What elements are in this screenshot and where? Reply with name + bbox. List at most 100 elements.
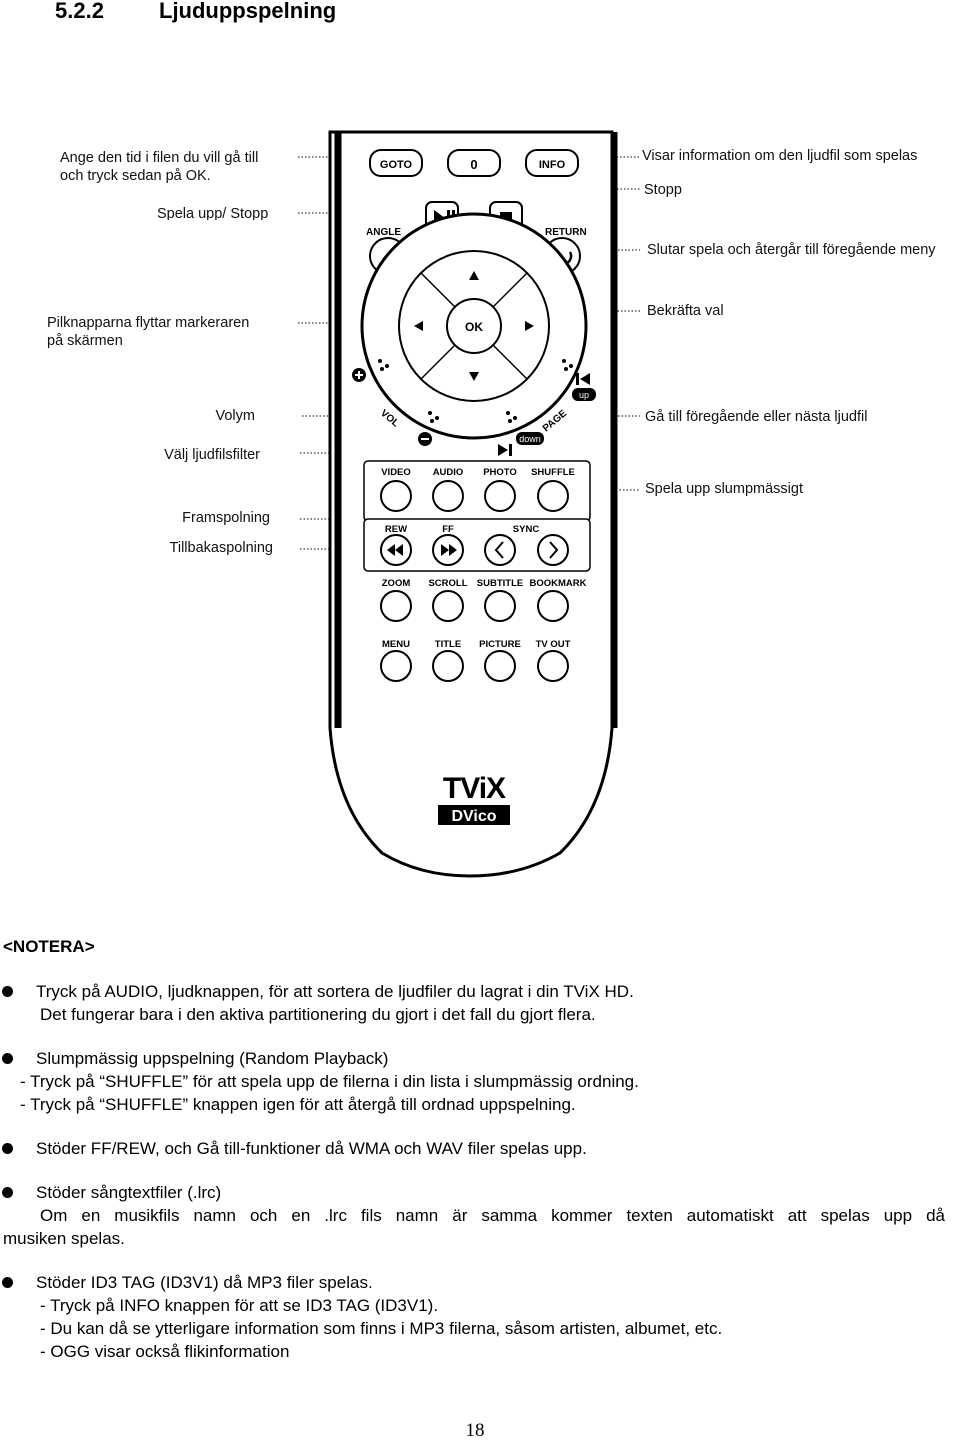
label-goto-line2: och tryck sedan på OK. (60, 168, 211, 184)
note-audio-sort: Tryck på AUDIO, ljudknappen, för att sor… (0, 980, 950, 1026)
note-line: Stöder ID3 TAG (ID3V1) då MP3 filer spel… (36, 1273, 373, 1292)
photo-button[interactable] (484, 480, 516, 512)
row2-panel (363, 518, 591, 572)
menu-button[interactable] (380, 650, 412, 682)
brand-logo-dvico-bg (438, 805, 510, 825)
label-rew: Tillbakaspolning (169, 540, 273, 556)
ok-button[interactable] (446, 298, 502, 354)
info-button[interactable] (525, 149, 579, 177)
bullet-icon (2, 1053, 13, 1064)
brand-logo-dvico: DVico (451, 808, 496, 825)
note-line: musiken spelas. (3, 1229, 125, 1248)
title-button[interactable] (432, 650, 464, 682)
note-id3: Stöder ID3 TAG (ID3V1) då MP3 filer spel… (0, 1271, 950, 1363)
label-goto-line1: Ange den tid i filen du vill gå till (60, 150, 259, 166)
ff-label: FF (442, 524, 454, 535)
arrow-up-icon[interactable] (469, 271, 479, 280)
note-random-playback: Slumpmässig uppspelning (Random Playback… (0, 1047, 950, 1116)
label-shuffle: Spela upp slumpmässigt (645, 481, 803, 497)
return-label: RETURN (545, 227, 587, 238)
shuffle-button[interactable] (537, 480, 569, 512)
scroll-button[interactable] (432, 590, 464, 622)
bullet-icon (2, 1187, 13, 1198)
tvout-button[interactable] (537, 650, 569, 682)
fast-forward-icon (441, 544, 457, 556)
page-down-button[interactable] (516, 432, 544, 445)
video-label: VIDEO (381, 467, 411, 478)
note-line: Tryck på AUDIO, ljudknappen, för att sor… (36, 982, 634, 1001)
label-ff: Framspolning (182, 510, 270, 526)
sync-label: SYNC (513, 524, 540, 535)
arrow-left-icon[interactable] (414, 321, 423, 331)
section-title: Ljuduppspelning (159, 0, 337, 23)
tvout-label: TV OUT (536, 639, 571, 650)
note-line: Stöder sångtextfiler (.lrc) (36, 1183, 222, 1202)
note-line: - OGG visar också flikinformation (40, 1342, 290, 1361)
label-volume: Volym (215, 408, 256, 424)
subtitle-button[interactable] (484, 590, 516, 622)
label-play-stop: Spela upp/ Stopp (157, 206, 269, 220)
bookmark-label: BOOKMARK (530, 578, 587, 589)
photo-label: PHOTO (483, 467, 517, 478)
note-line: Det fungerar bara i den aktiva partition… (40, 1005, 596, 1024)
notes-list: Tryck på AUDIO, ljudknappen, för att sor… (0, 980, 950, 1384)
brand-logo-tvix: TViX (443, 772, 506, 805)
label-info: Visar information om den ljudfil som spe… (642, 148, 918, 164)
note-line: - Tryck på “SHUFFLE” för att spela upp d… (20, 1072, 639, 1091)
label-arrows-line1: Pilknapparna flyttar markeraren (47, 315, 250, 331)
zero-button[interactable] (447, 149, 501, 177)
zero-button-label: 0 (470, 157, 477, 172)
bookmark-button[interactable] (537, 590, 569, 622)
note-line: Slumpmässig uppspelning (Random Playback… (36, 1049, 389, 1068)
note-ff-rew: Stöder FF/REW, och Gå till-funktioner då… (0, 1137, 950, 1160)
zoom-button[interactable] (380, 590, 412, 622)
goto-button[interactable] (369, 149, 423, 177)
shuffle-label: SHUFFLE (531, 467, 575, 478)
menu-label: MENU (382, 639, 410, 650)
picture-button[interactable] (484, 650, 516, 682)
note-line: Stöder FF/REW, och Gå till-funktioner då… (36, 1139, 587, 1158)
label-goto: Ange den tid i filen du vill gå till och… (60, 149, 258, 185)
chevron-left-icon (494, 541, 504, 559)
page-down-icon (498, 444, 512, 456)
rew-label: REW (385, 524, 407, 535)
note-lyrics: Stöder sångtextfiler (.lrc) Om en musikf… (0, 1181, 950, 1250)
arrow-right-icon[interactable] (525, 321, 534, 331)
label-arrows-line2: på skärmen (47, 333, 123, 349)
page-down-label: down (519, 434, 541, 444)
title-label: TITLE (435, 639, 461, 650)
label-ok: Bekräfta val (647, 303, 724, 319)
bullet-icon (2, 1277, 13, 1288)
picture-label: PICTURE (479, 639, 521, 650)
note-line: - Tryck på INFO knappen för att se ID3 T… (40, 1296, 439, 1315)
ok-button-label: OK (465, 320, 483, 334)
page-up-label: up (579, 390, 589, 400)
label-filter: Välj ljudfilsfilter (164, 447, 260, 463)
note-line: Om en musikfils namn och en .lrc fils na… (40, 1206, 945, 1225)
goto-button-label: GOTO (380, 159, 413, 171)
label-page: Gå till föregående eller nästa ljudfil (645, 409, 868, 425)
sync-forward-button[interactable] (537, 534, 569, 566)
note-line: - Tryck på “SHUFFLE” knappen igen för at… (20, 1095, 576, 1114)
chevron-right-icon (549, 541, 559, 559)
label-return: Slutar spela och återgår till föregående… (647, 242, 936, 258)
audio-button[interactable] (432, 480, 464, 512)
note-line: - Du kan då se ytterligare information s… (40, 1319, 723, 1338)
plus-icon (355, 371, 363, 379)
info-button-label: INFO (539, 159, 566, 171)
video-button[interactable] (380, 480, 412, 512)
section-number: 5.2.2 (55, 0, 104, 23)
audio-label: AUDIO (433, 467, 464, 478)
scroll-label: SCROLL (428, 578, 467, 589)
dot-icons (378, 359, 573, 423)
label-stop: Stopp (644, 182, 682, 198)
page-up-button[interactable] (572, 388, 596, 401)
bullet-icon (2, 986, 13, 997)
arrow-down-icon[interactable] (469, 372, 479, 381)
page-up-icon (576, 373, 590, 385)
page-number: 18 (465, 1420, 485, 1441)
label-arrows: Pilknapparna flyttar markeraren på skärm… (47, 314, 249, 350)
notes-title: <NOTERA> (3, 937, 95, 956)
sync-back-button[interactable] (484, 534, 516, 566)
section-heading: 5.2.2 Ljuduppspelning (55, 0, 336, 24)
